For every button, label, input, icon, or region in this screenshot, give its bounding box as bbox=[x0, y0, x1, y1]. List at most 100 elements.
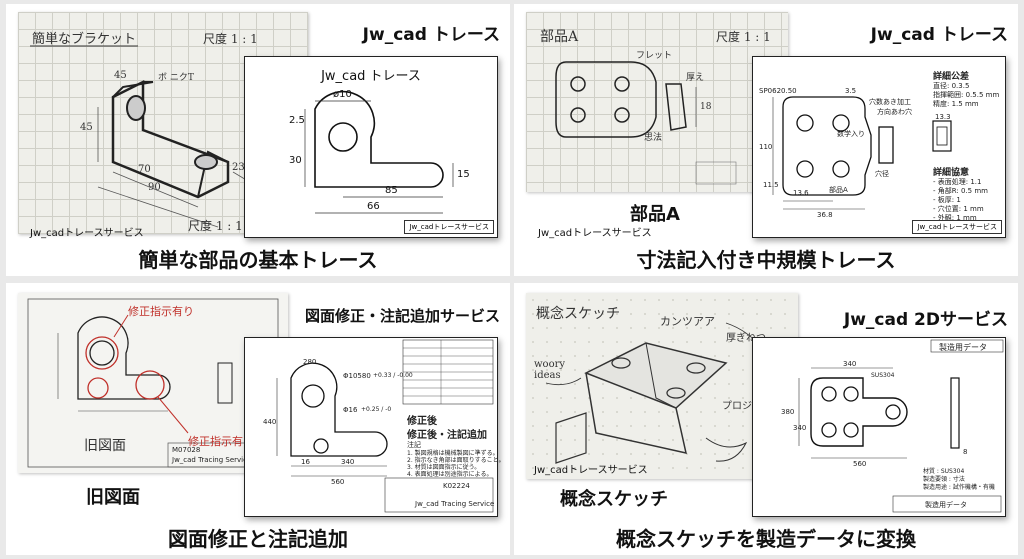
note-c: woory ideas bbox=[534, 359, 566, 381]
cad-drawing bbox=[276, 339, 494, 513]
sketch-scale-top: 尺度 1 : 1 bbox=[203, 32, 258, 46]
panel-corner-title: Jw_cad 2Dサービス bbox=[843, 310, 1008, 330]
note-5: 部品A bbox=[829, 186, 848, 194]
sketch-scale-bottom: 尺度 1 : 1 bbox=[188, 219, 243, 233]
dim-11-5: 11.5 bbox=[763, 181, 779, 189]
note-flat: フレット bbox=[636, 51, 673, 61]
dim-70: 70 bbox=[138, 164, 151, 175]
note-4: 穴径 bbox=[875, 170, 889, 178]
dim-340: 340 bbox=[341, 458, 355, 466]
note-head-2: 修正後・注記追加 bbox=[407, 430, 487, 441]
dim-280: 280 bbox=[303, 358, 317, 366]
dim-phi10: ø10 bbox=[333, 89, 352, 100]
cad-titleblock: Jw_cadトレースサービス bbox=[404, 220, 494, 234]
cad-sheet: SP0620.50 3.5 穴数あき加工 方向あわ穴 数学入り 穴径 部品A 1… bbox=[752, 56, 1006, 238]
sketch-title: 簡単なブラケット bbox=[32, 32, 137, 47]
dim-30: 30 bbox=[289, 155, 302, 166]
note-line-4: 4. 表面処理は別途指示による。 bbox=[407, 471, 493, 478]
note-1: 穴数あき加工 bbox=[869, 98, 911, 106]
dim-45b: 45 bbox=[80, 122, 93, 133]
note-line-1: 1. 製図規格は機械製図に準ずる。 bbox=[407, 450, 499, 457]
note-line-3: 3. 材質は図面指示に従う。 bbox=[407, 464, 481, 471]
dim-340-side: 340 bbox=[793, 424, 807, 432]
panel-medium-trace: 部品A 尺度 1 : 1 フレット 厚え 思法 18 部品A Jw_cadトレー… bbox=[514, 4, 1018, 276]
spec-line-4: - 穴位置: 1 mm bbox=[933, 205, 984, 213]
sketch-watermark: Jw_cadトレースサービス bbox=[30, 228, 144, 239]
tolerance-line-3: 精度: 1.5 mm bbox=[933, 100, 979, 108]
dim-85: 85 bbox=[385, 185, 398, 196]
red-note-1: 修正指示有り bbox=[128, 305, 194, 318]
note-hole: ボ ニクT bbox=[158, 73, 194, 83]
sketch-watermark: Jw_cadトレースサービス bbox=[534, 465, 648, 476]
dim-phi1: Φ10580 bbox=[343, 372, 371, 380]
cad-drawing bbox=[798, 339, 1004, 513]
panel-caption: 寸法記入付き中規模トレース bbox=[636, 248, 896, 272]
red-note-2: 修正指示有り bbox=[188, 435, 254, 448]
note-ref: 思法 bbox=[644, 133, 663, 143]
spec-title: 詳細協意 bbox=[933, 168, 970, 178]
dim-phi1-tol: +0.33 / -0.00 bbox=[373, 372, 413, 379]
note-head-1: 修正後 bbox=[407, 416, 437, 427]
dim-15: 15 bbox=[457, 169, 470, 180]
sketch-scale: 尺度 1 : 1 bbox=[716, 30, 771, 44]
cad-sheet-title: Jw_cad トレース bbox=[321, 69, 421, 84]
cad-header: 製造用データ bbox=[939, 343, 987, 352]
cad-titleblock: Jw_cad Tracing Service bbox=[415, 500, 495, 508]
spec-line-3: - 板厚: 1 bbox=[933, 196, 961, 204]
spec-line-2: 製造要領 : 寸法 bbox=[923, 476, 965, 483]
cad-code: SP0620.50 bbox=[759, 87, 797, 95]
old-drawing-inner-label: 旧図面 bbox=[84, 438, 126, 454]
spec-line-5: - 外観: 1 mm bbox=[933, 214, 977, 222]
panel-caption: 図面修正と注記追加 bbox=[168, 527, 348, 551]
dim-13-3: 13.3 bbox=[935, 113, 951, 121]
cad-titleblock: Jw_cadトレースサービス bbox=[912, 220, 1002, 234]
sketch-title: 部品A bbox=[540, 29, 579, 45]
panel-concept-sketch: 概念スケッチ カンツアア 厚ぎねつ woory ideas プロジェクト Jw_… bbox=[514, 283, 1018, 555]
note-thick: 厚え bbox=[686, 73, 705, 83]
dim-13-6: 13.6 bbox=[793, 189, 809, 197]
note-3: 数学入り bbox=[837, 130, 865, 138]
spec-line-1: - 表面処理: 1.1 bbox=[933, 178, 982, 186]
dim-phi2-tol: +0.25 / -0 bbox=[361, 406, 392, 413]
note-line-2: 2. 指示なき角部は面取りすること。 bbox=[407, 457, 505, 464]
dim-440: 440 bbox=[263, 418, 277, 426]
bracket-sketch-drawing bbox=[30, 45, 259, 228]
old-drawing-label: 旧図面 bbox=[86, 487, 140, 508]
dim-560: 560 bbox=[853, 460, 867, 468]
panel-drawing-revision: 修正指示有り 修正指示有り 旧図面 M07028 Jw_cad Tracing … bbox=[6, 283, 510, 555]
cad-drawing bbox=[304, 90, 454, 214]
material-tag: SUS304 bbox=[871, 372, 895, 379]
spec-line-2: - 角部R: 0.5 mm bbox=[933, 187, 988, 195]
tolerance-line-1: 直径: 0.3.5 bbox=[933, 82, 970, 90]
sketch-watermark: Jw_cadトレースサービス bbox=[538, 228, 652, 239]
old-drawing-footer: Jw_cad Tracing Service bbox=[172, 456, 252, 464]
dim-90: 90 bbox=[148, 182, 161, 193]
panel-caption: 概念スケッチを製造データに変換 bbox=[616, 527, 916, 551]
spec-line-1: 材質 : SUS304 bbox=[923, 468, 965, 475]
dim-phi2: Φ16 bbox=[343, 406, 358, 414]
cad-sheet: 製造用データ 340 380 340 560 8 SUS304 材質 : SUS… bbox=[752, 337, 1006, 517]
dim-340-top: 340 bbox=[843, 360, 857, 368]
part-a-sketch-drawing bbox=[555, 61, 737, 185]
dim-560: 560 bbox=[331, 478, 345, 486]
tolerance-title: 詳細公差 bbox=[933, 72, 970, 82]
note-b: 厚ぎねつ bbox=[726, 333, 766, 344]
dim-110: 110 bbox=[759, 143, 773, 151]
dim-8: 8 bbox=[963, 448, 968, 456]
dim-36-8: 36.8 bbox=[817, 211, 833, 219]
panel-caption: 簡単な部品の基本トレース bbox=[138, 248, 378, 272]
cad-titleblock: 製造用データ bbox=[925, 501, 967, 509]
panel-simple-part: 簡単なブラケット 尺度 1 : 1 45 45 70 90 23 ボ ニクT 水… bbox=[6, 4, 510, 276]
cad-sheet: 280 Φ10580 +0.33 / -0.00 Φ16 +0.25 / -0 … bbox=[244, 337, 505, 517]
note-a: カンツアア bbox=[660, 315, 715, 328]
dim-23: 23 bbox=[232, 162, 245, 173]
dim-3-5: 3.5 bbox=[845, 87, 857, 95]
dim-18: 18 bbox=[700, 102, 712, 112]
note-sub: 注記 bbox=[407, 441, 421, 449]
dim-66: 66 bbox=[367, 201, 380, 212]
old-drawing-code: M07028 bbox=[172, 446, 201, 454]
tolerance-line-2: 指揮範囲: 0.5.5 mm bbox=[933, 91, 1000, 99]
dim-45a: 45 bbox=[114, 70, 127, 81]
dim-2-5: 2.5 bbox=[289, 115, 305, 126]
sketch-label: 部品A bbox=[630, 204, 680, 225]
